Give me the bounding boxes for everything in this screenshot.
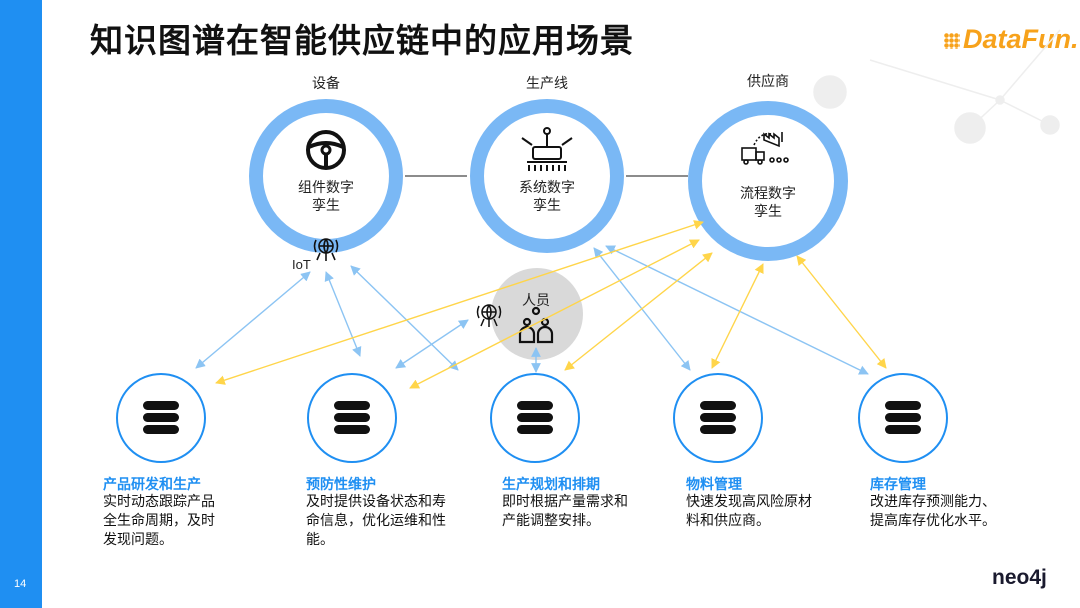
database-icon xyxy=(334,401,370,434)
left-accent-bar xyxy=(0,0,42,608)
scenario-4-desc: 快速发现高风险原材 料和供应商。 xyxy=(686,492,836,530)
supplier-twin-text-line1: 流程数字 xyxy=(740,185,796,201)
database-icon xyxy=(885,401,921,434)
scenario-2-title: 预防性维护 xyxy=(306,476,376,492)
scenario-5-desc: 改进库存预测能力、 提高库存优化水平。 xyxy=(870,492,1020,530)
scenario-5-desc-line: 改进库存预测能力、 xyxy=(870,493,996,509)
device-twin-text-line2: 孪生 xyxy=(312,197,340,213)
datafun-logo-text: DataFun. xyxy=(963,24,1079,54)
production-line-icon xyxy=(521,127,573,171)
scenario-4-desc-line: 快速发现高风险原材 xyxy=(686,493,812,509)
production-line-twin-text: 系统数字 孪生 xyxy=(487,178,607,214)
scenario-3-desc-line: 产能调整安排。 xyxy=(502,512,600,528)
scenario-2-desc-line: 及时提供设备状态和寿 xyxy=(306,493,446,509)
production-line-label: 生产线 xyxy=(526,75,568,91)
scenario-4-title: 物料管理 xyxy=(686,476,742,492)
supplier-twin-text-line2: 孪生 xyxy=(754,203,782,219)
scenario-3-desc: 即时根据产量需求和 产能调整安排。 xyxy=(502,492,652,530)
supply-chain-icon xyxy=(741,132,789,165)
database-icon xyxy=(143,401,179,434)
database-icon xyxy=(517,401,553,434)
scenario-1-desc-line: 发现问题。 xyxy=(103,531,173,547)
scenario-2-desc: 及时提供设备状态和寿 命信息，优化运维和性 能。 xyxy=(306,492,471,549)
scenario-4-desc-line: 料和供应商。 xyxy=(686,512,770,528)
steering-wheel-icon xyxy=(306,130,346,170)
scenario-1-desc: 实时动态跟踪产品 全生命周期，及时 发现问题。 xyxy=(103,492,253,549)
database-icon xyxy=(700,401,736,434)
scenario-2-desc-line: 命信息，优化运维和性 xyxy=(306,512,446,528)
supplier-label: 供应商 xyxy=(747,73,789,89)
datafun-logo: DataFun. xyxy=(944,24,1079,55)
neo4j-logo: neo4j xyxy=(992,566,1047,589)
scenario-1-desc-line: 实时动态跟踪产品 xyxy=(103,493,215,509)
device-twin-ring xyxy=(249,99,403,253)
background-network-decoration xyxy=(813,29,1061,144)
device-twin-text: 组件数字 孪生 xyxy=(266,178,386,214)
yellow-arrows xyxy=(215,220,887,389)
page-title: 知识图谱在智能供应链中的应用场景 xyxy=(90,22,634,59)
scenario-1-desc-line: 全生命周期，及时 xyxy=(103,512,215,528)
iot-label: IoT xyxy=(292,257,311,272)
device-label: 设备 xyxy=(312,75,340,91)
device-twin-text-line1: 组件数字 xyxy=(298,179,354,195)
scenario-5-desc-line: 提高库存优化水平。 xyxy=(870,512,996,528)
scenario-5-title: 库存管理 xyxy=(870,476,926,492)
scenario-2-desc-line: 能。 xyxy=(306,531,334,547)
supplier-twin-ring xyxy=(688,101,848,261)
supplier-twin-text: 流程数字 孪生 xyxy=(708,184,828,220)
production-line-twin-text-line2: 孪生 xyxy=(533,197,561,213)
page-number: 14 xyxy=(14,578,27,590)
people-label: 人员 xyxy=(522,292,550,308)
scenario-3-title: 生产规划和排期 xyxy=(502,476,600,492)
scenario-1-title: 产品研发和生产 xyxy=(103,476,201,492)
production-line-twin-text-line1: 系统数字 xyxy=(519,179,575,195)
scenario-3-desc-line: 即时根据产量需求和 xyxy=(502,493,628,509)
